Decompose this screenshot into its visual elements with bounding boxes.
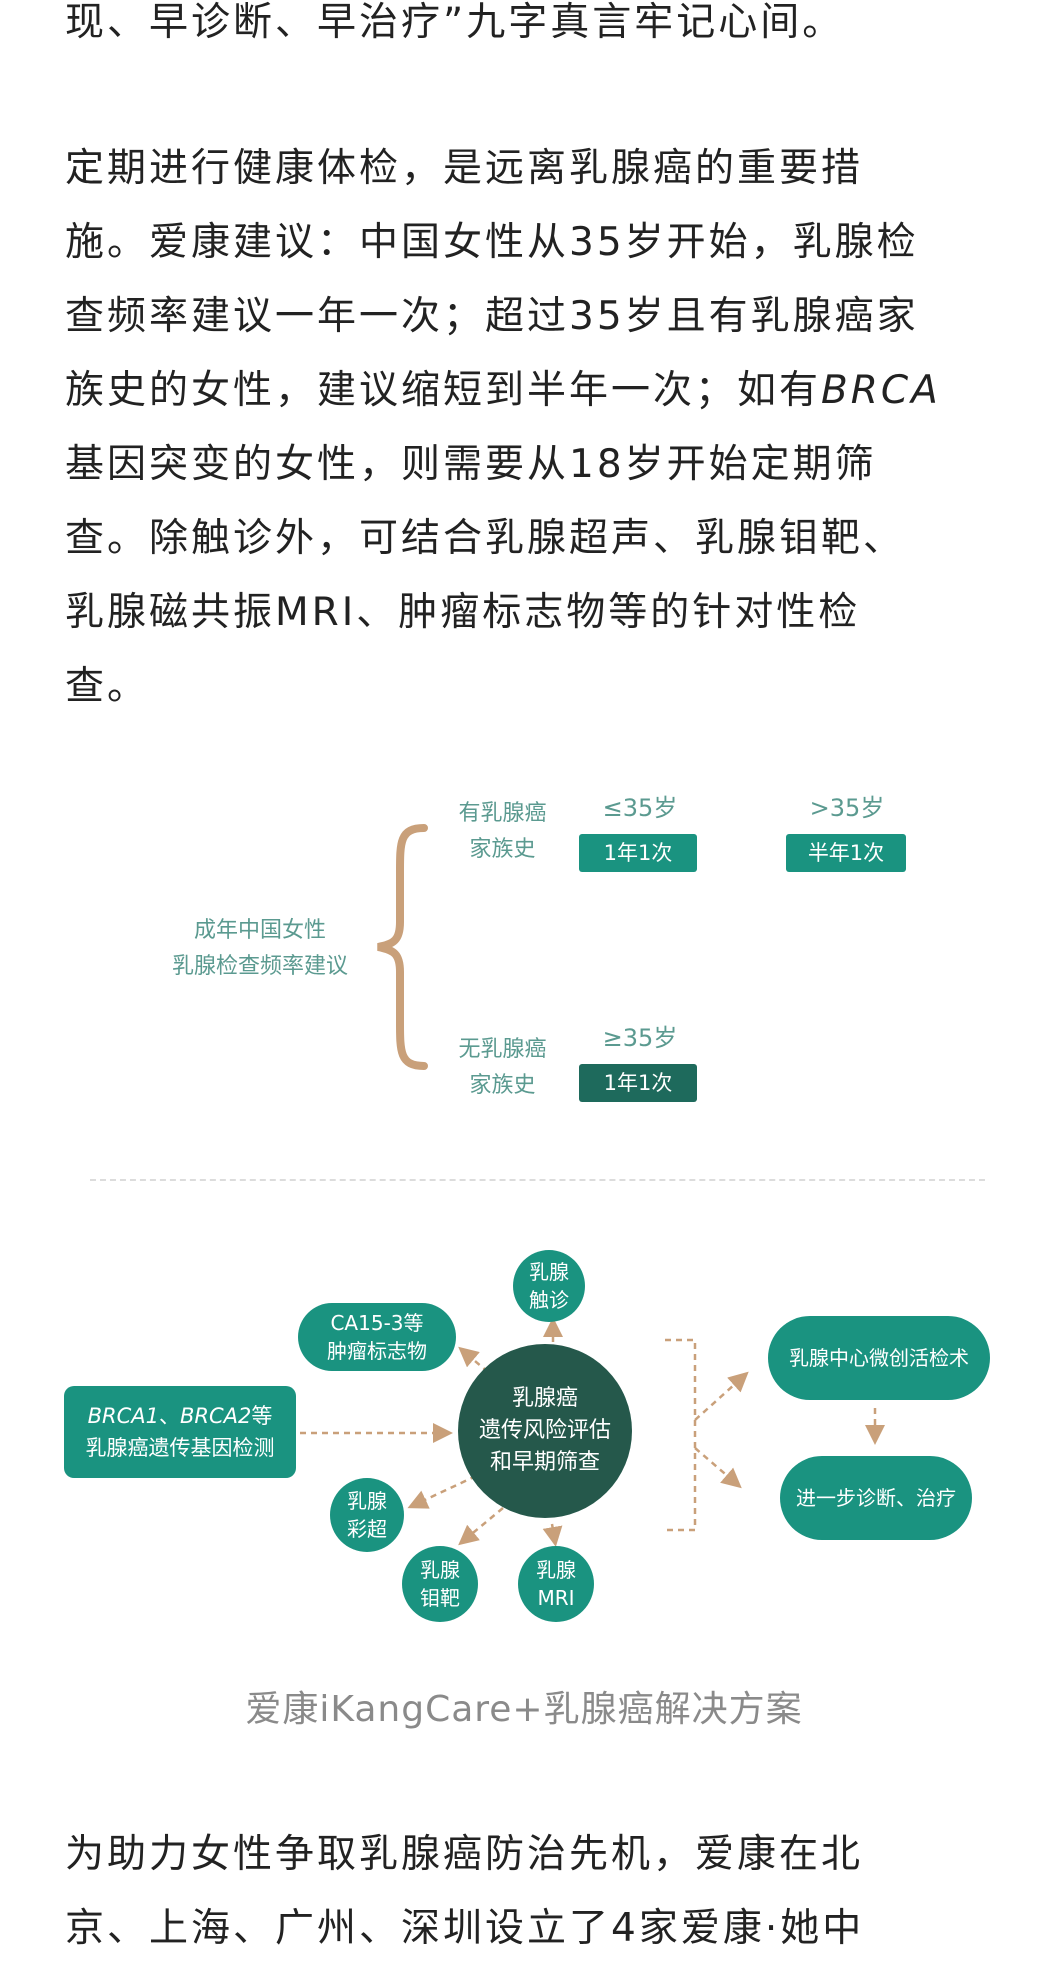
brca-term: BRCA <box>821 368 941 413</box>
label-line: 无乳腺癌 <box>458 1037 547 1062</box>
paragraph-line: 基因突变的女性，则需要从18岁开始定期筛 <box>65 442 877 487</box>
frequency-yes-gt35: 半年1次 <box>786 834 906 872</box>
paragraph-line: 定期进行健康体检，是远离乳腺癌的重要措 <box>65 146 864 191</box>
paragraph-line: 族史的女性，建议缩短到半年一次；如有BRCA <box>65 354 983 428</box>
family-history-no-label: 无乳腺癌 家族史 <box>440 1032 565 1104</box>
brca2-term: BRCA2 <box>180 1404 252 1428</box>
age-ge35-label: ≥35岁 <box>602 1024 678 1052</box>
node-treatment: 进一步诊断、治疗 <box>780 1456 972 1540</box>
family-history-yes-label: 有乳腺癌 家族史 <box>440 796 565 868</box>
arrow-to-mri <box>542 1523 563 1547</box>
arrow-to-biopsy <box>694 1371 749 1421</box>
figure-caption: 爱康iKangCare+乳腺癌解决方案 <box>245 1689 803 1730</box>
node-label: 钼靶 <box>420 1586 460 1610</box>
node-label: 乳腺 <box>536 1558 576 1582</box>
node-label: 乳腺癌遗传基因检测 <box>85 1436 275 1460</box>
paragraph-line: 现、早诊断、早治疗”九字真言牢记心间。 <box>65 0 845 45</box>
node-label: 彩超 <box>347 1517 387 1541</box>
age-gt35-label: >35岁 <box>809 794 885 822</box>
text-span: 、 <box>159 1404 180 1428</box>
node-center-risk-assessment: 乳腺癌 遗传风险评估 和早期筛查 <box>458 1344 632 1518</box>
node-label: 乳腺癌 <box>511 1386 578 1411</box>
label-line: 家族史 <box>469 1073 536 1098</box>
arrow-to-treatment <box>694 1447 742 1489</box>
label-line: 家族史 <box>469 837 536 862</box>
root-label-line: 乳腺检查频率建议 <box>171 954 348 979</box>
node-label: 乳腺中心微创活检术 <box>789 1346 969 1370</box>
frequency-no: 1年1次 <box>579 1064 697 1102</box>
paragraph-line: 施。爱康建议：中国女性从35岁开始，乳腺检 <box>65 220 919 265</box>
brace-shape <box>377 824 428 1070</box>
root-label-line: 成年中国女性 <box>193 918 326 943</box>
node-label: BRCA1、BRCA2等 <box>88 1400 273 1432</box>
paragraph-line: 乳腺磁共振MRI、肿瘤标志物等的针对性检 <box>65 590 861 635</box>
paragraph-line: 查频率建议一年一次；超过35岁且有乳腺癌家 <box>65 294 919 339</box>
frequency-yes-le35: 1年1次 <box>579 834 697 872</box>
node-mri: 乳腺 MRI <box>518 1546 594 1622</box>
node-label: 进一步诊断、治疗 <box>796 1486 956 1510</box>
paragraph-checkup-advice: 定期进行健康体检，是远离乳腺癌的重要措 施。爱康建议：中国女性从35岁开始，乳腺… <box>65 132 983 724</box>
paragraph-intro-tail: 现、早诊断、早治疗”九字真言牢记心间。 <box>65 0 983 60</box>
arrow-to-mammography <box>458 1507 504 1546</box>
root-label: 成年中国女性 乳腺检查频率建议 <box>150 913 370 985</box>
node-biopsy: 乳腺中心微创活检术 <box>768 1316 990 1400</box>
node-label: 乳腺 <box>347 1489 387 1513</box>
text-span: 族史的女性，建议缩短到半年一次；如有 <box>65 368 822 413</box>
node-ultrasound: 乳腺 彩超 <box>330 1478 404 1552</box>
paragraph-line: 京、上海、广州、深圳设立了4家爱康·她中 <box>65 1906 865 1951</box>
node-tumor-marker: CA15-3等 肿瘤标志物 <box>298 1303 456 1371</box>
label-line: 有乳腺癌 <box>458 801 547 826</box>
text-span: 等 <box>251 1404 273 1428</box>
node-brca-genetic-test: BRCA1、BRCA2等 乳腺癌遗传基因检测 <box>64 1386 296 1478</box>
node-label: 肿瘤标志物 <box>327 1339 427 1363</box>
paragraph-line: 查。除触诊外，可结合乳腺超声、乳腺钼靶、 <box>65 516 906 561</box>
node-label: 遗传风险评估 <box>478 1418 611 1443</box>
age-le35-label: ≤35岁 <box>602 794 678 822</box>
node-mammography: 乳腺 钼靶 <box>402 1546 478 1622</box>
node-label: 触诊 <box>529 1288 569 1312</box>
arrow-to-ultrasound <box>407 1474 477 1509</box>
brca1-term: BRCA1 <box>87 1404 159 1428</box>
node-label: 乳腺 <box>420 1558 460 1582</box>
dashed-divider <box>90 1179 985 1181</box>
node-palpation: 乳腺 触诊 <box>513 1250 585 1322</box>
bracket <box>665 1338 697 1532</box>
paragraph-line: 为助力女性争取乳腺癌防治先机，爱康在北 <box>65 1832 864 1877</box>
node-label: MRI <box>537 1586 575 1610</box>
paragraph-line: 查。 <box>65 664 150 709</box>
node-label: 和早期筛查 <box>489 1450 600 1475</box>
node-label: CA15-3等 <box>330 1311 424 1335</box>
node-label: 乳腺 <box>529 1260 569 1284</box>
